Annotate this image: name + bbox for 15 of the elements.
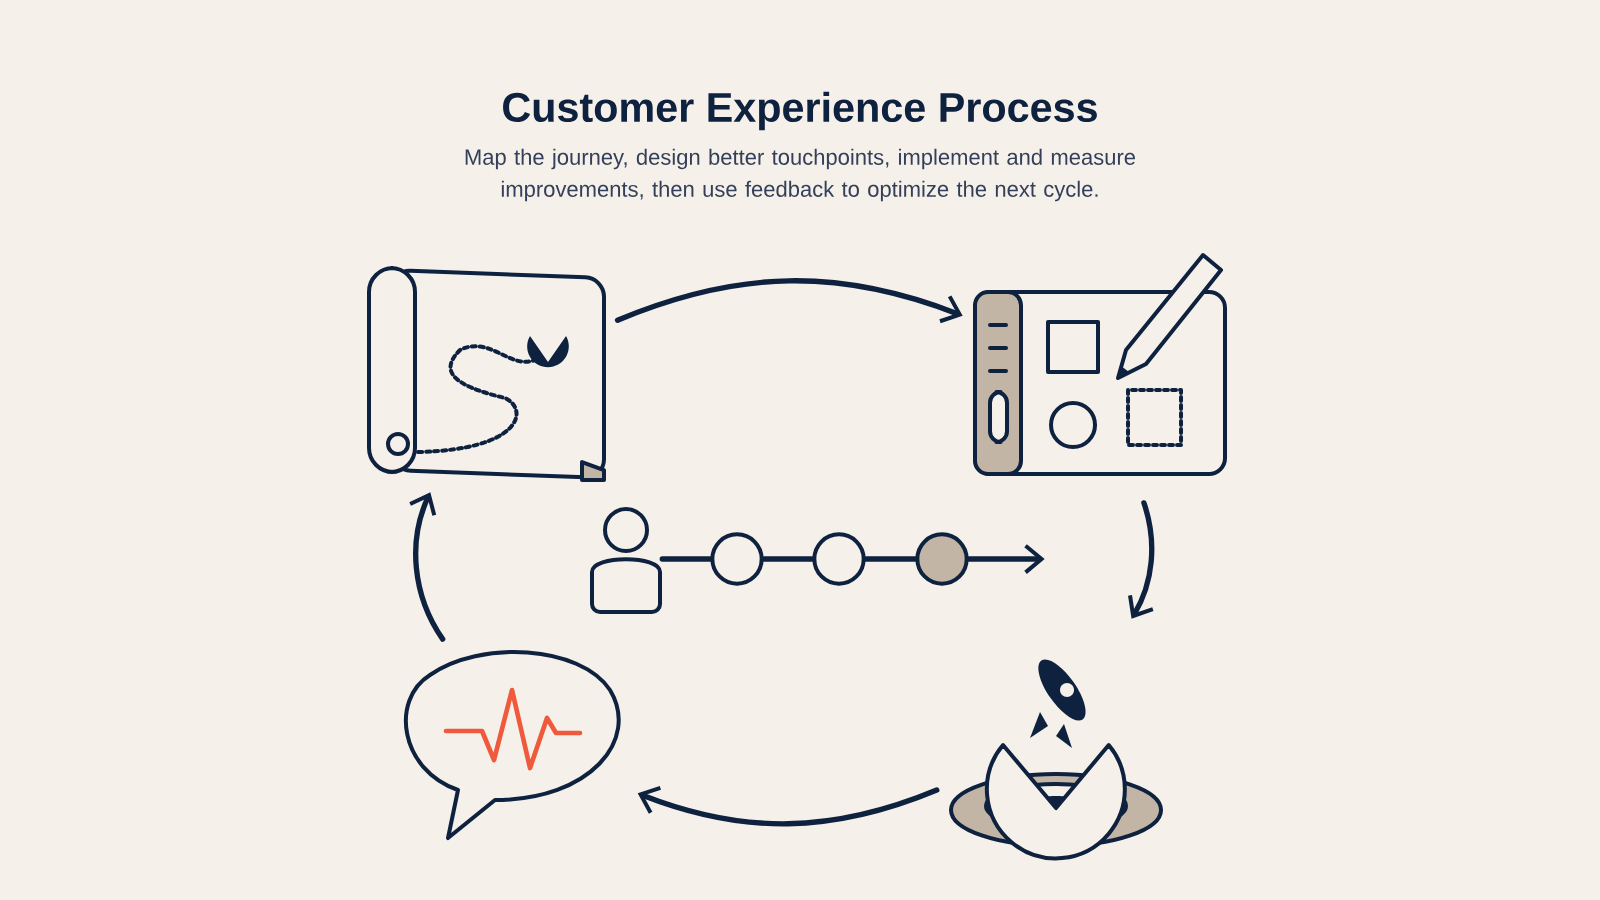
picture <box>949 659 1163 861</box>
person-icon <box>590 507 662 614</box>
subtitle: Map the journey, design better touchpoints, implement and measure improvements, then use feedback to optimize the next cycle. <box>465 148 1135 202</box>
picture <box>367 266 606 482</box>
arrow <box>614 278 963 324</box>
connector-line <box>761 556 815 562</box>
picture <box>403 650 621 840</box>
arrow <box>409 492 446 642</box>
connector-line <box>659 556 713 562</box>
arrow <box>1128 500 1155 619</box>
connector-line <box>863 556 918 562</box>
title: Customer Experience Process <box>503 91 1097 131</box>
picture <box>973 253 1227 476</box>
arrow <box>637 785 940 827</box>
arrow <box>966 544 1045 574</box>
